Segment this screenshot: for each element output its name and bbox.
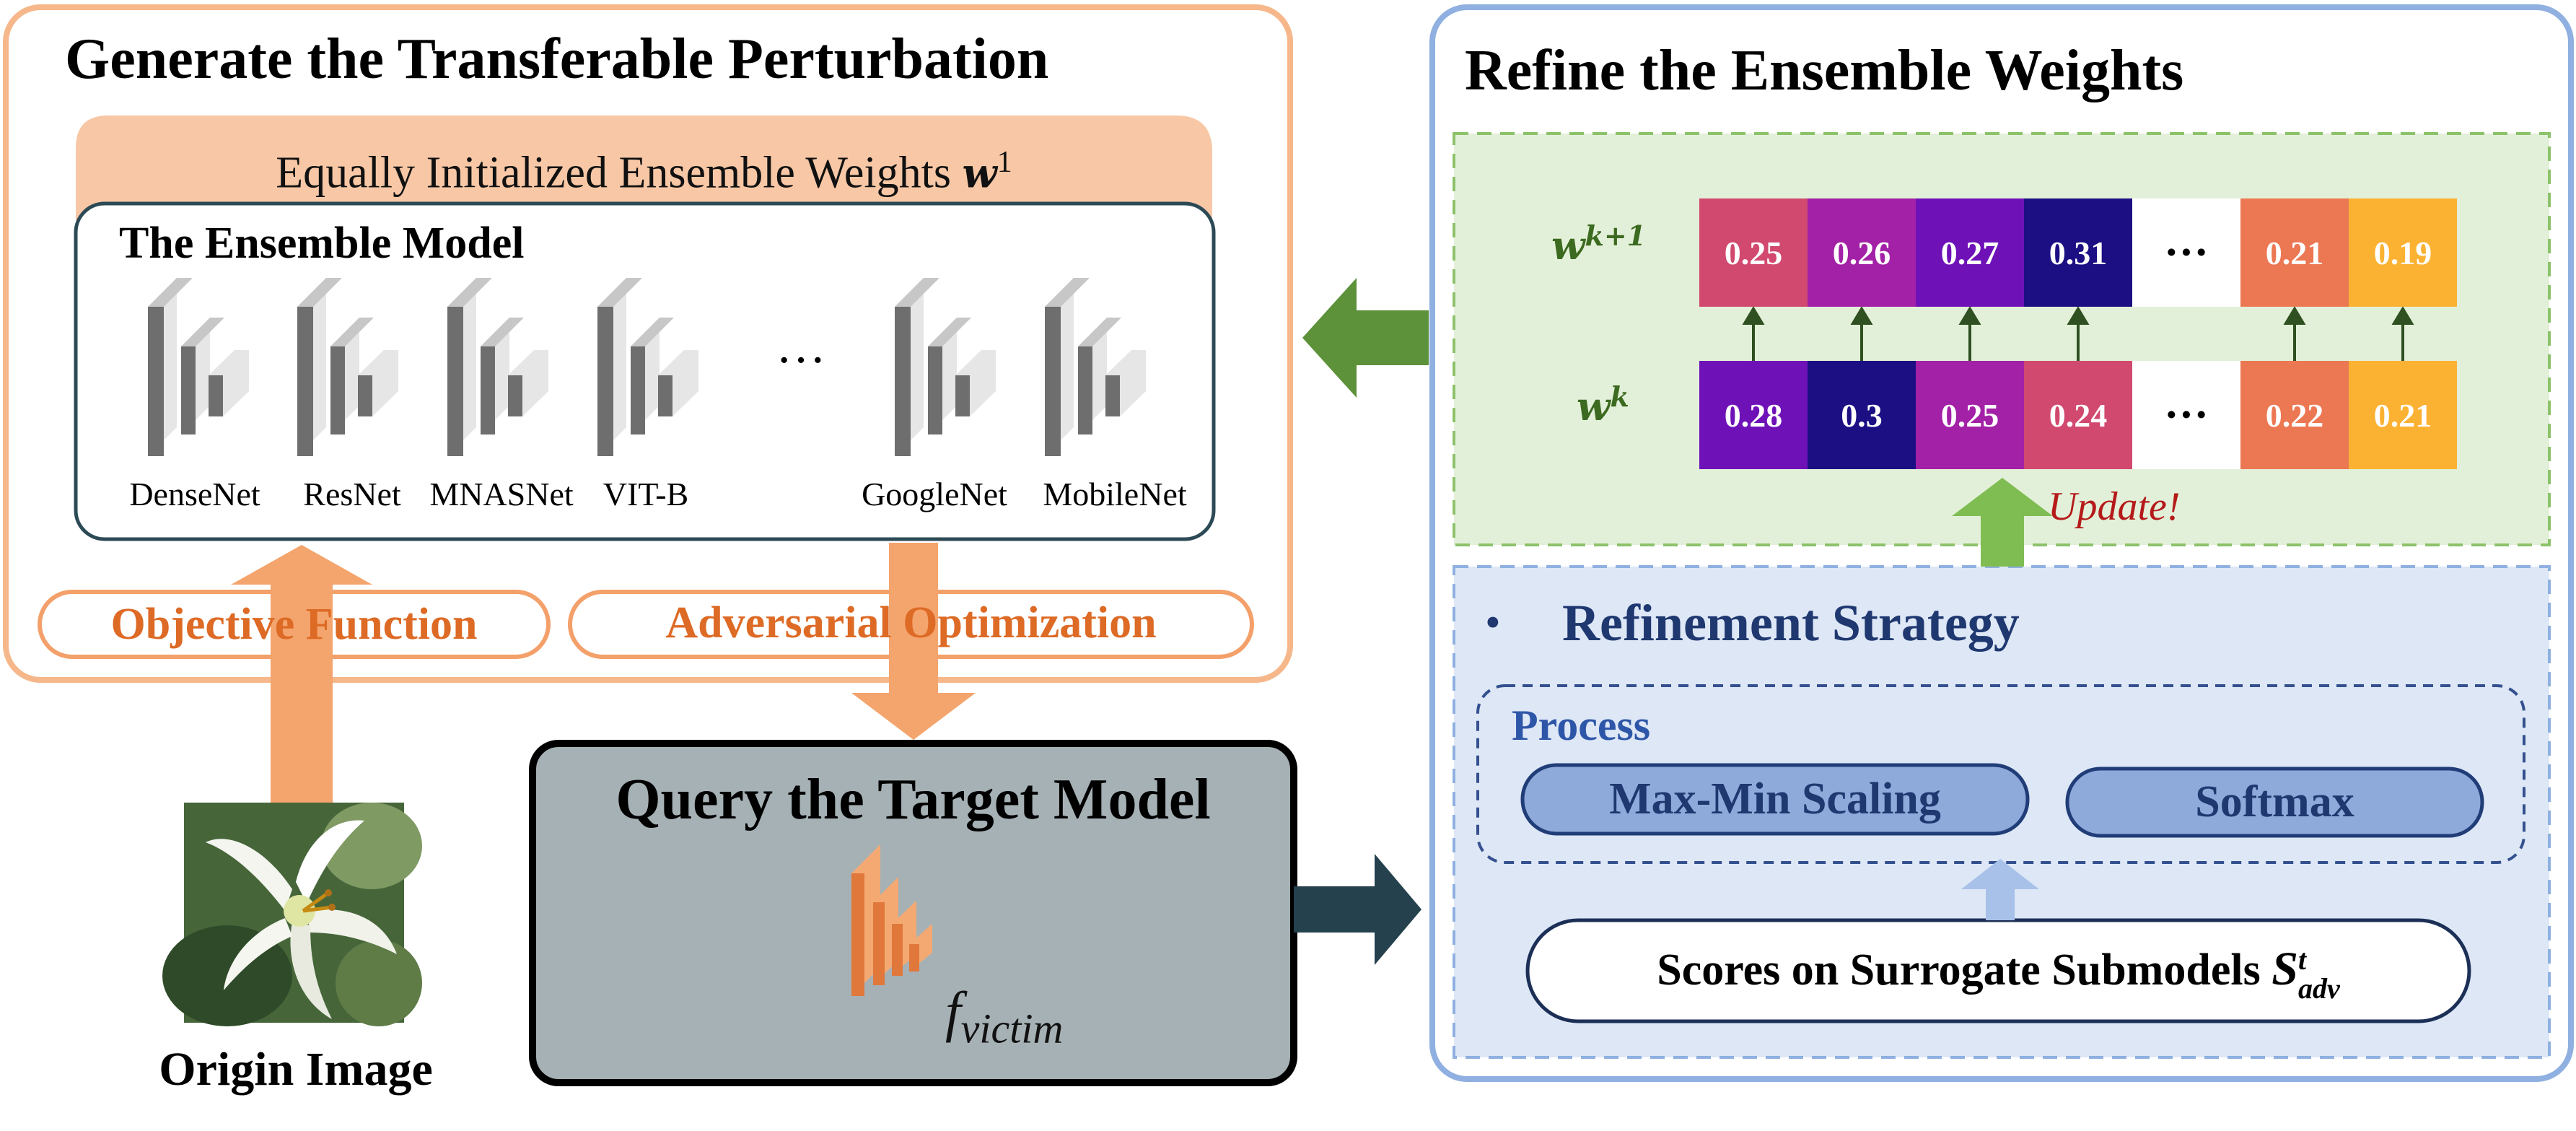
weight-next-cell: 0.26 <box>1808 198 1916 307</box>
origin-image <box>162 803 422 1026</box>
scores-text: Scores on Surrogate Submodels <box>1657 946 2272 995</box>
weights-sup: 1 <box>996 146 1012 179</box>
strategy-bullet: • <box>1485 598 1501 647</box>
optimization-label: Adversarial Optimization <box>665 598 1157 647</box>
row-cur-symbol: w <box>1577 383 1611 429</box>
arrow-refine-to-left <box>1302 278 1429 398</box>
weights-banner-text: Equally Initialized Ensemble Weights <box>276 148 963 198</box>
weight-next-cell: 0.31 <box>2024 198 2132 307</box>
softmax-pill <box>2065 767 2484 838</box>
scores-sup: t <box>2297 943 2307 976</box>
model-label-googlenet: GoogleNet <box>862 476 1007 512</box>
scores-symbol: S <box>2271 943 2298 995</box>
left-panel-title: Generate the Transferable Perturbation <box>65 27 1049 91</box>
weight-cur-cell: 0.21 <box>2349 361 2457 469</box>
arrow-ensemble-to-query <box>851 543 976 740</box>
weight-next-cell: ··· <box>2132 198 2240 307</box>
row-cur-sup: k <box>1610 380 1629 413</box>
origin-image-label: Origin Image <box>159 1043 433 1096</box>
model-label-mobilenet: MobileNet <box>1043 476 1187 512</box>
victim-sub: victim <box>960 1005 1064 1052</box>
arrow-query-to-refine <box>1294 854 1421 965</box>
weight-next-cell: 0.19 <box>2349 198 2457 307</box>
scores-sub: adv <box>2297 971 2340 1005</box>
max-min-label: Max-Min Scaling <box>1609 774 1941 824</box>
arrow-origin-to-ensemble <box>231 545 372 803</box>
update-label: Update! <box>2048 484 2181 529</box>
update-arrow <box>1952 478 2053 567</box>
weight-next-cell: 0.25 <box>1699 198 1808 307</box>
process-title: Process <box>1512 702 1651 749</box>
max-min-pill <box>1520 763 2030 836</box>
weight-cur-cell: 0.22 <box>2240 361 2349 469</box>
model-label-vitb: VIT-B <box>603 476 689 512</box>
weight-cur-cell: 0.24 <box>2024 361 2132 469</box>
objective-label: Objective Function <box>110 600 478 649</box>
models-ellipsis: ··· <box>776 333 826 388</box>
weight-next-cell: 0.27 <box>1916 198 2024 307</box>
weight-next-cell: 0.21 <box>2240 198 2349 307</box>
victim-f: f <box>945 980 961 1043</box>
weights-banner-label: Equally Initialized Ensemble Weights w1 <box>76 130 1212 206</box>
weight-cur-cell: 0.28 <box>1699 361 1808 469</box>
row-next-sup: k+1 <box>1585 219 1647 252</box>
softmax-label: Softmax <box>2195 777 2354 826</box>
weight-cur-cell: 0.25 <box>1916 361 2024 469</box>
row-next-symbol: w <box>1551 222 1585 268</box>
victim-function-label: fvictim <box>945 976 1063 1065</box>
row-next-label: wk+1 <box>1551 211 1646 271</box>
weights-banner <box>76 115 1212 220</box>
strategy-title: Refinement Strategy <box>1562 594 2020 652</box>
model-label-mnasnet: MNASNet <box>429 476 574 512</box>
weight-cur-cell: 0.3 <box>1808 361 1916 469</box>
right-panel-title: Refine the Ensemble Weights <box>1465 39 2184 102</box>
row-cur-label: wk <box>1577 372 1629 432</box>
process-box <box>1476 684 2525 864</box>
model-label-densenet: DenseNet <box>129 476 260 512</box>
model-label-resnet: ResNet <box>303 476 401 512</box>
row-update-arrows <box>1742 306 2414 361</box>
query-title: Query the Target Model <box>615 768 1211 831</box>
scores-to-process-arrow <box>1961 859 2039 920</box>
weight-cur-cell: ··· <box>2132 361 2240 469</box>
weights-symbol: w <box>962 149 997 198</box>
ensemble-title: The Ensemble Model <box>119 219 525 268</box>
